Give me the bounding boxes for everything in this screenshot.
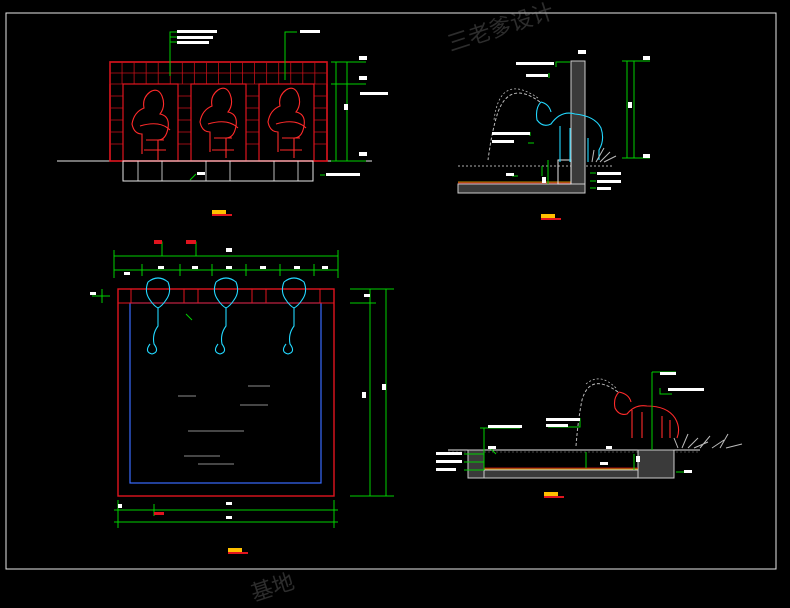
side-section xyxy=(457,50,650,220)
background xyxy=(0,0,790,591)
sheet-frame xyxy=(5,12,777,570)
cad-drawing-sheet xyxy=(0,0,790,591)
front-elevation xyxy=(57,30,388,216)
long-section xyxy=(436,371,743,498)
plan-view xyxy=(90,240,394,554)
